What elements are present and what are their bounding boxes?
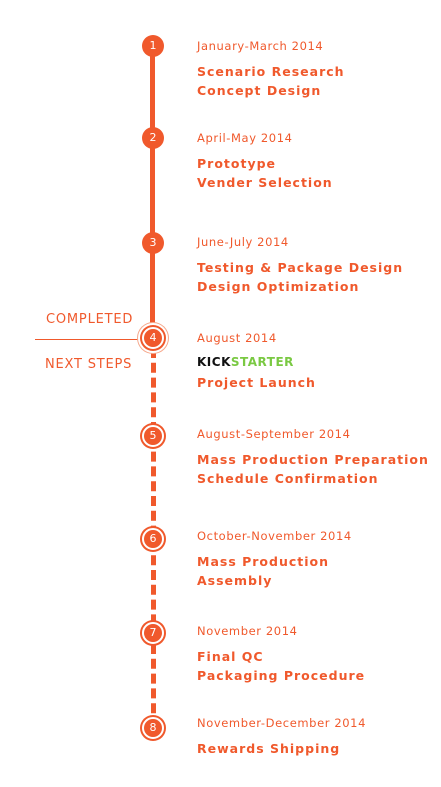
timeline-completed-line [150, 40, 155, 336]
step-4-date: August 2014 [197, 331, 277, 345]
step-6-task-1: Mass Production [197, 554, 330, 569]
step-2-task-2: Vender Selection [197, 175, 333, 190]
step-6-marker: 6 [142, 528, 164, 550]
step-4: August 2014 KICKSTARTER Project Launch [197, 331, 316, 392]
step-3-task-2: Design Optimization [197, 279, 360, 294]
step-6: October-November 2014 Mass Production As… [197, 529, 352, 590]
step-1-date: January-March 2014 [197, 39, 324, 53]
completed-label: COMPLETED [46, 312, 134, 327]
step-3-task-1: Testing & Package Design [197, 260, 404, 275]
step-8-marker: 8 [142, 717, 164, 739]
step-5-task-1: Mass Production Preparation [197, 452, 429, 467]
step-7-marker: 7 [142, 622, 164, 644]
step-1: January-March 2014 Scenario Research Con… [197, 39, 345, 100]
step-7-task-2: Packaging Procedure [197, 668, 366, 683]
step-7-date: November 2014 [197, 624, 298, 638]
step-7: November 2014 Final QC Packaging Procedu… [197, 624, 365, 685]
step-8-task-1: Rewards Shipping [197, 741, 341, 756]
kickstarter-logo: KICKSTARTER [197, 355, 294, 369]
step-1-task-2: Concept Design [197, 83, 322, 98]
step-2: April-May 2014 Prototype Vender Selectio… [197, 131, 333, 192]
step-6-date: October-November 2014 [197, 529, 352, 543]
step-5-task-2: Schedule Confirmation [197, 471, 379, 486]
step-7-task-1: Final QC [197, 649, 264, 664]
step-5-date: August-September 2014 [197, 427, 351, 441]
step-5-marker: 5 [142, 425, 164, 447]
step-2-date: April-May 2014 [197, 131, 293, 145]
step-3-marker: 3 [142, 232, 164, 254]
phase-divider [35, 339, 145, 340]
next-steps-label: NEXT STEPS [45, 357, 133, 372]
step-4-marker: 4 [142, 327, 164, 349]
step-8-date: November-December 2014 [197, 716, 366, 730]
step-1-marker: 1 [142, 35, 164, 57]
step-8: November-December 2014 Rewards Shipping [197, 716, 366, 758]
step-3: June-July 2014 Testing & Package Design … [197, 235, 403, 296]
step-2-task-1: Prototype [197, 156, 277, 171]
step-6-task-2: Assembly [197, 573, 273, 588]
step-5: August-September 2014 Mass Production Pr… [197, 427, 429, 488]
step-3-date: June-July 2014 [197, 235, 289, 249]
step-1-task-1: Scenario Research [197, 64, 345, 79]
step-2-marker: 2 [142, 127, 164, 149]
step-4-task-1: Project Launch [197, 375, 316, 390]
